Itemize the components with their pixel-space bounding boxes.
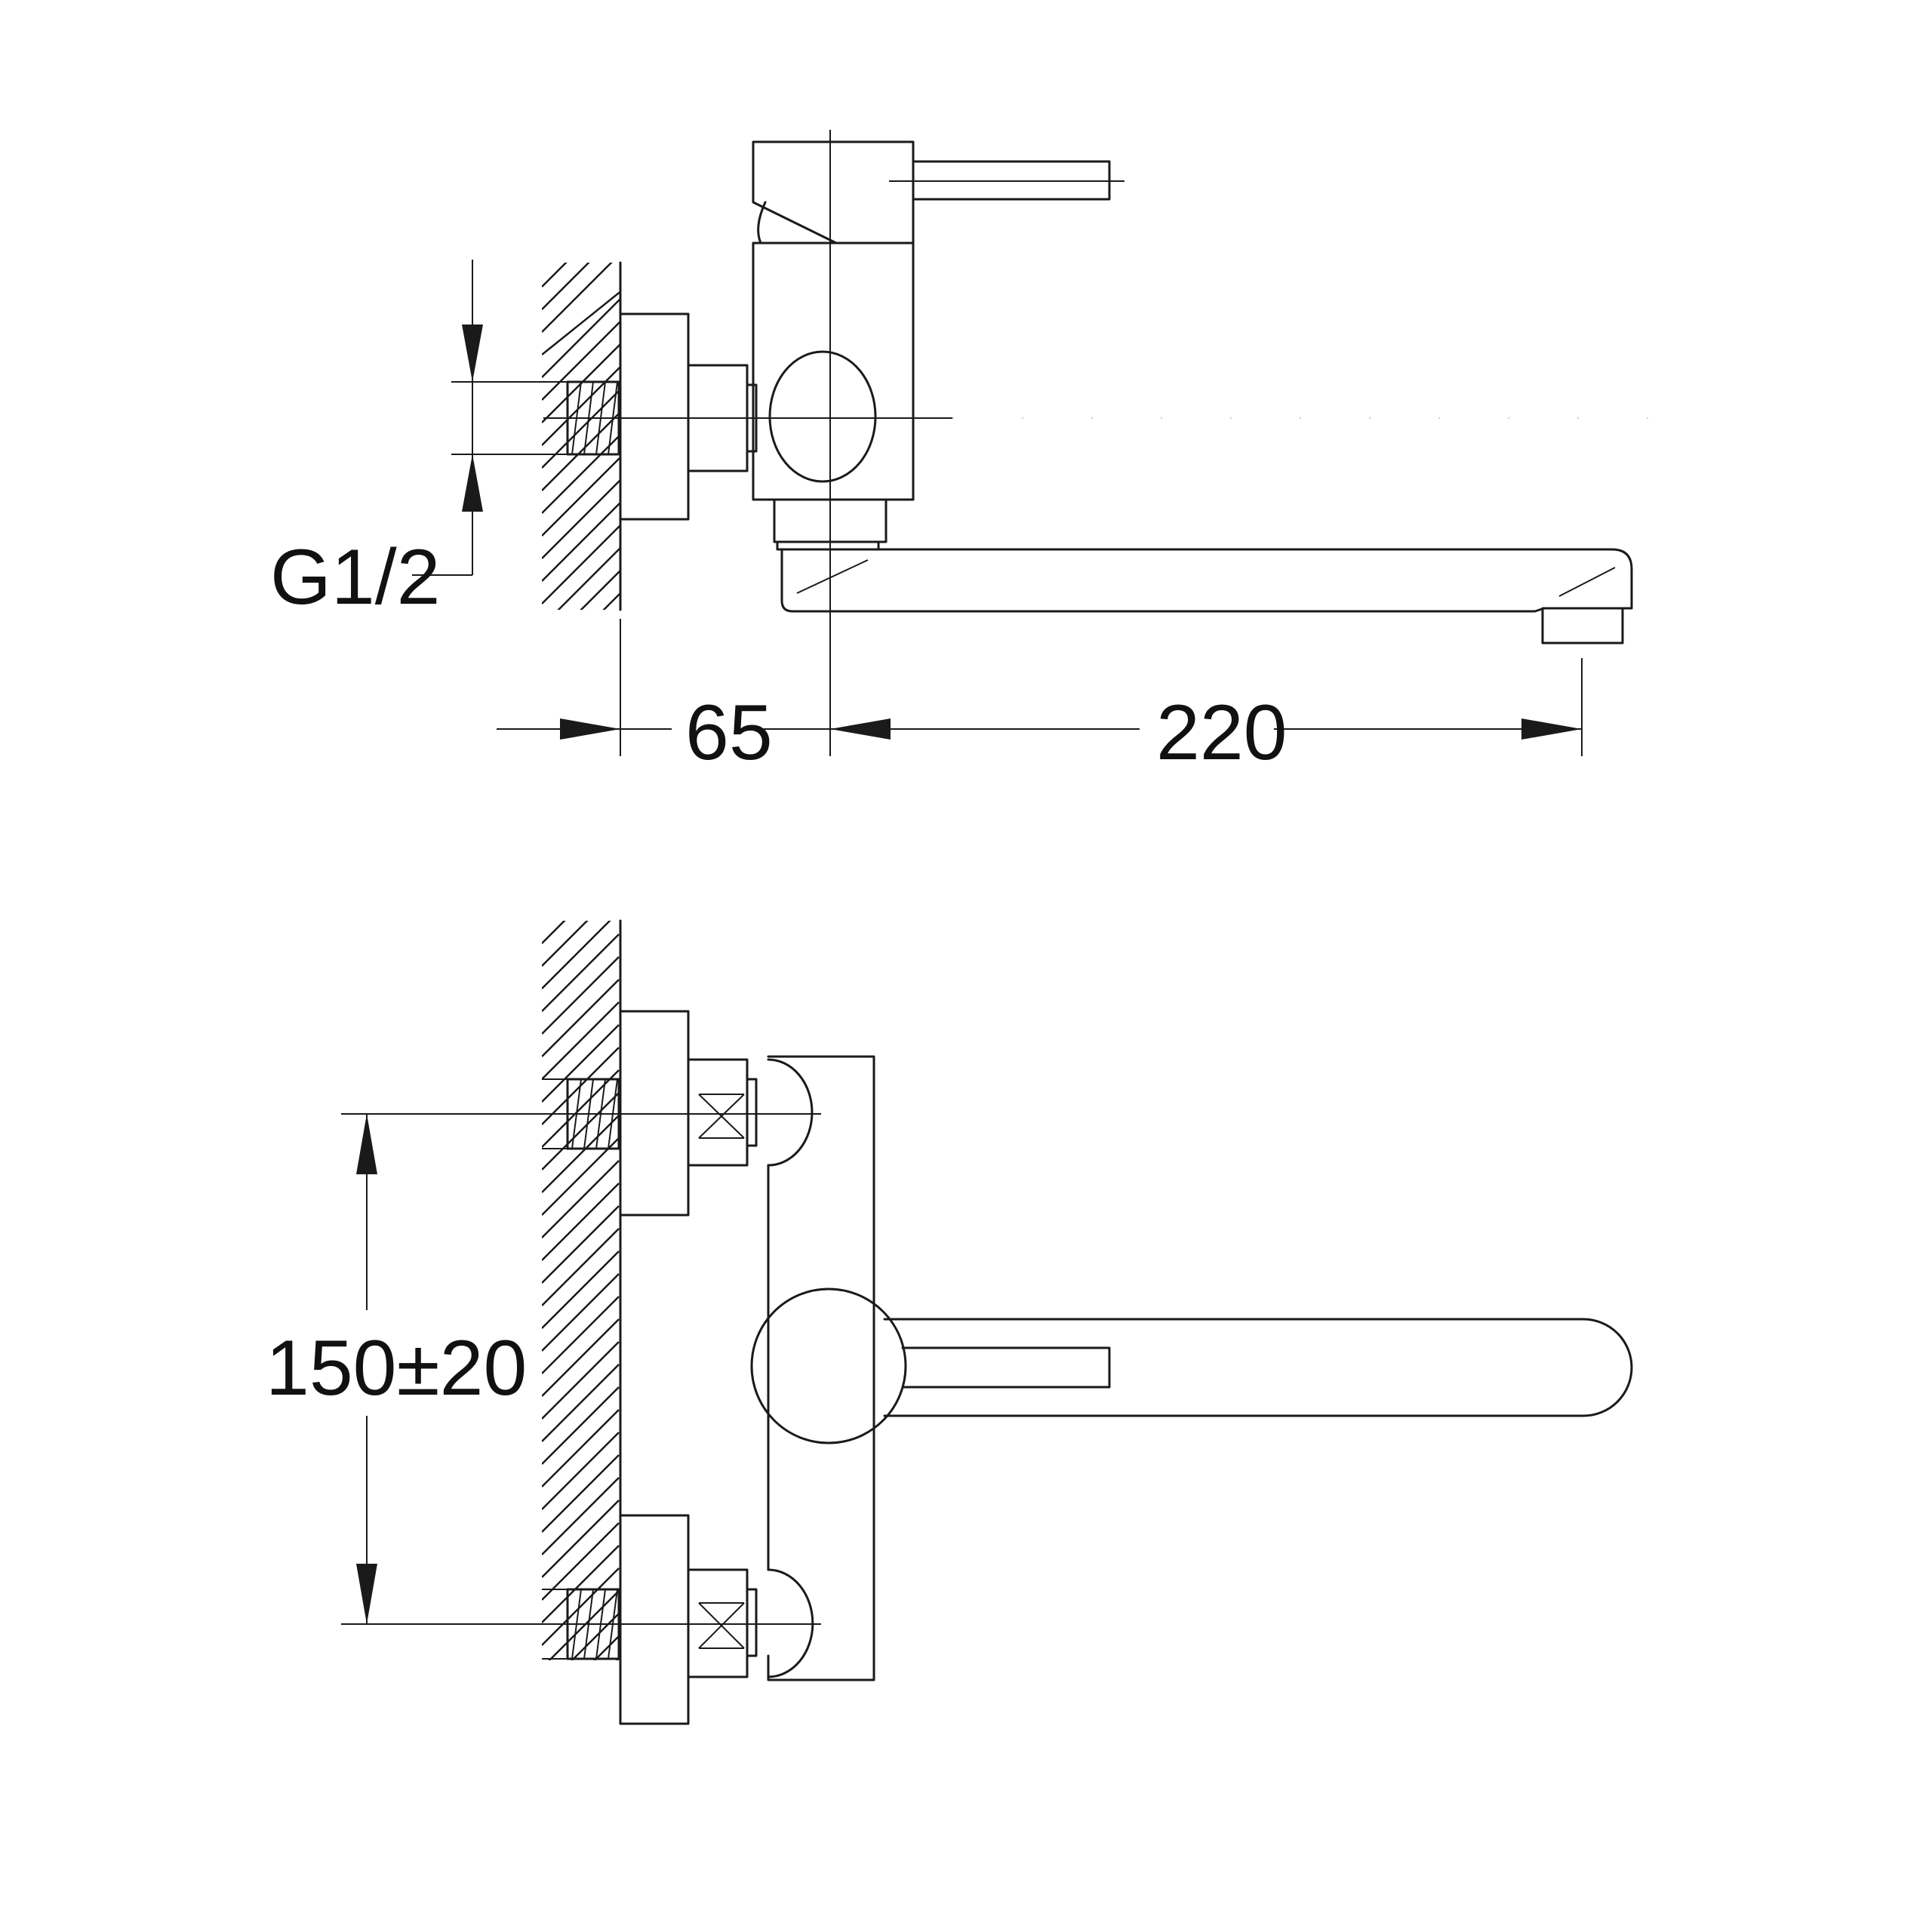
wall-offset-label: 65	[685, 689, 773, 777]
lower-inlet	[542, 1514, 814, 1725]
inlet-port-circle	[768, 350, 877, 483]
mixer-body	[767, 1055, 875, 1681]
thread-dimension: G1/2	[270, 260, 483, 621]
cartridge-cap	[750, 1287, 907, 1444]
side-view: G1/2 65 220	[270, 130, 1660, 777]
spout	[780, 548, 1633, 645]
lever-top-view	[901, 1346, 1111, 1389]
wall-flange	[619, 312, 690, 521]
horizontal-dimensions: 65 220	[497, 619, 1583, 777]
thread-dimension-label: G1/2	[270, 534, 440, 621]
wall-hatching-bottom	[542, 921, 620, 1660]
spout-top-view	[883, 1318, 1633, 1417]
inlet-spacing-label: 150±20	[266, 1324, 527, 1412]
valve-body	[752, 242, 915, 501]
lever-handle	[752, 140, 1124, 245]
wall-hatching-top	[542, 263, 620, 610]
inlet-spacing-dimension: 150±20	[266, 1114, 527, 1624]
front-view: 150±20	[266, 919, 1633, 1725]
spout-reach-label: 220	[1156, 689, 1287, 777]
